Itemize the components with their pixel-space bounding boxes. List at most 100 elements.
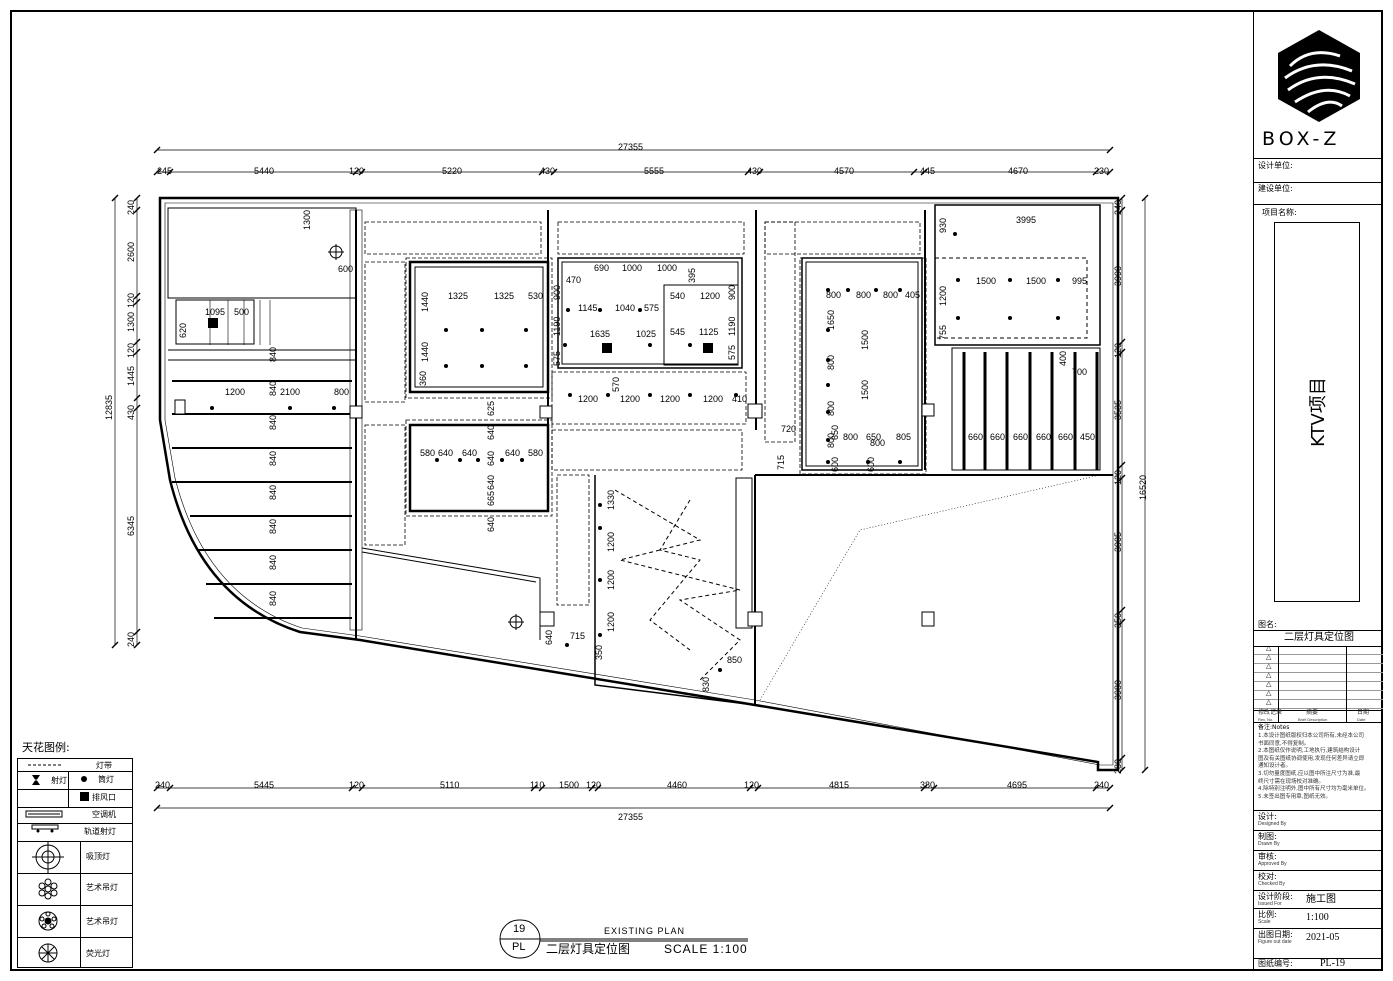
bottom-dim-9: 4815 [829, 780, 850, 790]
dimension-tick [133, 206, 141, 214]
dimension-tick [538, 784, 546, 792]
downlight-icon [718, 668, 722, 672]
inner-dim-35: 1025 [636, 329, 657, 339]
revision-row [1254, 699, 1383, 700]
downlight-icon [898, 288, 902, 292]
dimension-tick [133, 194, 141, 202]
inner-dim-7: 840 [268, 414, 278, 430]
inner-dim-101: 830 [701, 676, 711, 692]
dimension-tick [133, 348, 141, 356]
inner-dim-48: 625 [486, 400, 496, 416]
notes-title: 备注:Notes [1258, 724, 1290, 731]
inner-dim-95: 1200 [606, 569, 616, 590]
left-dim-1: 2600 [126, 241, 136, 262]
field-row [1254, 908, 1383, 909]
dimension-tick [153, 804, 161, 812]
inner-dim-82: 755 [938, 324, 948, 340]
inner-dim-70: 800 [843, 432, 859, 442]
drawing-caption-bubble [499, 919, 748, 959]
top-dim-4: 430 [540, 166, 556, 176]
dimension-tick [920, 784, 928, 792]
dimension-tick [910, 168, 918, 176]
field-row [1254, 850, 1383, 851]
dimension-tick [153, 784, 161, 792]
downlight-icon [846, 288, 850, 292]
dimension-tick [744, 168, 752, 176]
revision-row [1254, 663, 1383, 664]
inner-dim-60: 800 [856, 290, 872, 300]
title-block: BOX-Z 设计单位: 建设单位: 项目名称: 图名: 二层灯具定位图 △△△△… [1253, 10, 1383, 971]
downlight-icon [598, 578, 602, 582]
left-total-dim: 12835 [104, 394, 114, 420]
dimension-tick [133, 298, 141, 306]
dimension-tick [358, 168, 366, 176]
inner-dim-34: 1635 [590, 329, 611, 339]
revision-mark-icon: △ [1266, 672, 1272, 679]
dimension-tick [133, 394, 141, 402]
downlight-icon [565, 643, 569, 647]
inner-dim-50: 640 [486, 450, 496, 466]
downlight-icon [648, 343, 652, 347]
dimension-tick [1092, 168, 1100, 176]
inner-dim-41: 575 [727, 344, 737, 360]
dimension-tick [1141, 194, 1149, 202]
dimension-tick [133, 628, 141, 636]
note-line: 3.切勿量度图纸,应以图中所注尺寸为准,最 [1258, 771, 1361, 777]
legend-art-pendant-2-label: 艺术吊灯 [86, 917, 118, 926]
field-label-en: Checked By [1258, 881, 1285, 887]
inner-dim-63: 1650 [826, 309, 836, 330]
dimension-tick [352, 168, 360, 176]
downlight-icon [476, 458, 480, 462]
right-dim-4: 120 [1113, 469, 1123, 485]
dimension-tick [1118, 618, 1126, 626]
downlight-icon [826, 410, 830, 414]
dimension-tick [348, 784, 356, 792]
inner-dim-76: 3995 [1016, 215, 1037, 225]
downlight-icon [638, 308, 642, 312]
field-label-en: Drawn By [1258, 841, 1280, 847]
inner-dim-87: 660 [1013, 432, 1029, 442]
fluorescent-light-icon [38, 943, 58, 963]
inner-dim-4: 620 [178, 322, 188, 338]
inner-dim-66: 800 [826, 400, 836, 416]
top-dim-10: 230 [1094, 166, 1110, 176]
left-dim-6: 430 [126, 404, 136, 420]
inner-dim-40: 575 [552, 350, 562, 366]
downlight-icon [435, 458, 439, 462]
top-dim-3: 5220 [442, 166, 463, 176]
box-z-logo-icon [1278, 30, 1360, 122]
inner-dim-45: 1200 [660, 394, 681, 404]
inner-dim-92: 715 [776, 454, 786, 470]
inner-dim-94: 1200 [606, 531, 616, 552]
dimension-tick [1118, 194, 1126, 202]
sheet-no-label: 图纸编号: [1258, 959, 1293, 968]
inner-dim-47: 410 [732, 394, 748, 404]
inner-dim-54: 640 [462, 448, 478, 458]
inner-dim-0: 1300 [302, 209, 312, 230]
inner-dim-10: 840 [268, 518, 278, 534]
outer-wall [158, 196, 1120, 772]
inner-dim-20: 1440 [420, 341, 430, 362]
inner-dim-22: 690 [594, 263, 610, 273]
downlight-icon [826, 328, 830, 332]
downlight-icon [956, 316, 960, 320]
inner-dim-15: 800 [334, 387, 350, 397]
rev-col-date-en: Date [1357, 717, 1366, 722]
field-row [1254, 830, 1383, 831]
project-name: KTV项目 [1308, 377, 1329, 447]
dimension-tick [153, 146, 161, 154]
legend-fluorescent-label: 荧光灯 [86, 949, 110, 958]
downlight-icon [480, 364, 484, 368]
floor-plan-drawing [111, 146, 1149, 812]
inner-dim-21: 360 [418, 370, 428, 386]
spotlight-icon [32, 775, 40, 785]
inner-dim-31: 540 [670, 291, 686, 301]
downlight-icon [826, 358, 830, 362]
legend-ceiling-light-label: 吸顶灯 [86, 852, 110, 861]
inner-dim-23: 1000 [622, 263, 643, 273]
note-line: 5.未签出图专用章,图纸无效。 [1258, 793, 1331, 800]
field-label: 制图: [1258, 832, 1277, 841]
inner-dim-81: 1200 [938, 285, 948, 306]
top-dim-9: 4670 [1008, 166, 1029, 176]
left-dim-4: 120 [126, 342, 136, 358]
